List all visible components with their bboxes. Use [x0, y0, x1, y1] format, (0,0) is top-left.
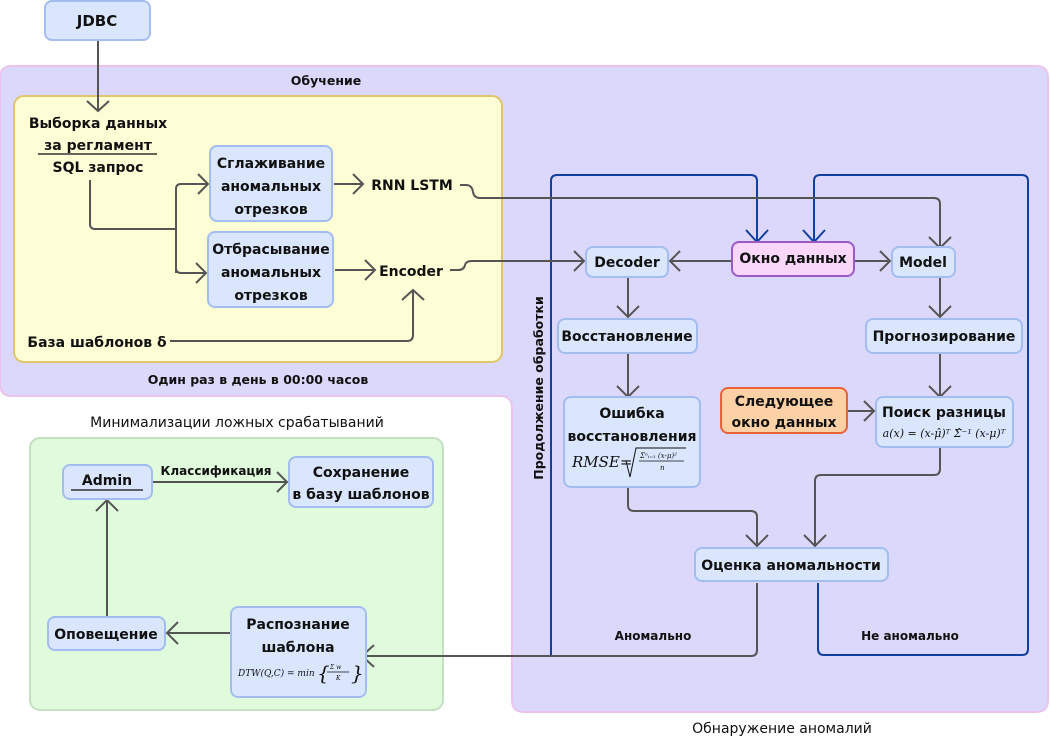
smoothing-line2: аномальных [221, 179, 321, 195]
edge-encoder-decoder [450, 260, 584, 271]
arrowhead-jdbc-fetch [86, 100, 110, 113]
node-template-recognition[interactable]: Распознание шаблона DTW(Q,C) = min { Σ w… [230, 606, 367, 698]
node-data-window[interactable]: Окно данных [731, 241, 855, 277]
region-label-false-positive: Минимализации ложных срабатываний [90, 415, 384, 431]
save-line1: Сохранение [313, 465, 410, 481]
node-save-templates[interactable]: Сохранение в базу шаблонов [288, 456, 434, 508]
region-label-continue-processing: Продолжение обработки [531, 296, 546, 479]
data-fetch-line3: SQL запрос [53, 160, 144, 176]
node-jdbc[interactable]: JDBC [44, 0, 151, 41]
node-diff-search[interactable]: Поиск разницы a(x) = (x-μ̂)ᵀ Σ̂⁻¹ (x-μ)ᵀ [875, 396, 1014, 448]
recognition-line2: шаблона [261, 640, 334, 656]
model-label: Model [899, 255, 947, 271]
edge-label-classification: Классификация [161, 464, 272, 478]
next-window-line1: Следующее [735, 394, 834, 410]
notification-label: Оповещение [54, 627, 158, 643]
diff-search-label: Поиск разницы [882, 405, 1006, 421]
data-window-label: Окно данных [739, 251, 846, 267]
dtw-formula: DTW(Q,C) = min { Σ w K } [237, 661, 364, 685]
svg-text:Σⁿᵢ₌₁ (x-μ)²: Σⁿᵢ₌₁ (x-μ)² [639, 452, 677, 460]
arrowhead-decoder-left [573, 250, 586, 272]
edge-branch-smoothing [175, 183, 208, 273]
data-fetch-line2: за регламент [44, 138, 153, 154]
node-template-base[interactable]: База шаблонов δ [27, 335, 167, 351]
node-smoothing[interactable]: Сглаживание аномальных отрезков [209, 145, 333, 222]
svg-text:}: } [351, 661, 364, 685]
node-jdbc-label: JDBC [76, 12, 117, 30]
arrowhead-discard [195, 262, 208, 284]
recognition-line1: Распознание [246, 617, 350, 633]
decoder-label: Decoder [594, 255, 660, 271]
node-restoration-error[interactable]: Ошибка восстановления RMSE= Σⁿᵢ₌₁ (x-μ)²… [563, 396, 701, 488]
svg-text:{: { [317, 661, 330, 685]
loop-anomalous-return [550, 174, 758, 656]
restoration-error-line1: Ошибка [599, 406, 664, 422]
arrowhead-decoder-right [668, 250, 681, 272]
admin-label: Admin [82, 473, 132, 489]
smoothing-line1: Сглаживание [217, 156, 325, 172]
node-forecasting[interactable]: Прогнозирование [865, 318, 1023, 354]
svg-text:n: n [660, 464, 665, 472]
arrowhead-encoder [364, 259, 377, 281]
discard-line3: отрезков [234, 288, 308, 304]
edge-label-not-anomalous: Не аномально [861, 629, 959, 643]
node-data-fetch[interactable]: Выборка данных за регламент SQL запрос [29, 116, 167, 176]
edge-diff-score [814, 447, 941, 546]
svg-text:K: K [335, 675, 341, 682]
encoder-label: Encoder [379, 264, 443, 280]
rmse-formula: RMSE= Σⁿᵢ₌₁ (x-μ)² n [571, 447, 686, 478]
rnn-lstm-label: RNN LSTM [371, 178, 453, 194]
arrowhead-model-left [879, 250, 892, 272]
loop-normal-return [813, 174, 1029, 656]
save-line2: в базу шаблонов [292, 487, 429, 503]
node-decoder[interactable]: Decoder [585, 246, 669, 278]
discard-line1: Отбрасывание [212, 242, 330, 258]
edge-label-anomalous: Аномально [615, 629, 692, 643]
svg-text:RMSE=: RMSE= [571, 453, 632, 471]
diff-search-formula: a(x) = (x-μ̂)ᵀ Σ̂⁻¹ (x-μ)ᵀ [883, 427, 1007, 440]
node-discard[interactable]: Отбрасывание аномальных отрезков [207, 231, 334, 308]
discard-line2: аномальных [221, 265, 321, 281]
edge-rnn-model [460, 184, 941, 248]
region-label-training: Обучение [291, 73, 361, 88]
svg-text:Σ w: Σ w [329, 664, 342, 671]
arrowhead-notification [165, 621, 179, 645]
edge-error-score [627, 487, 758, 546]
next-window-line2: окно данных [731, 415, 836, 431]
node-admin[interactable]: Admin [62, 464, 153, 500]
node-anomaly-score[interactable]: Оценка аномальности [694, 547, 889, 582]
arrowhead-forecasting [928, 305, 952, 319]
anomaly-score-label: Оценка аномальности [701, 558, 881, 574]
smoothing-line3: отрезков [234, 202, 308, 218]
arrowhead-template-encoder [401, 288, 425, 301]
arrowhead-smoothing [197, 173, 210, 195]
data-fetch-line1: Выборка данных [29, 116, 167, 132]
node-notification[interactable]: Оповещение [47, 616, 166, 651]
restoration-error-line2: восстановления [567, 429, 696, 445]
arrowhead-restoration [616, 305, 640, 319]
node-rnn-lstm[interactable]: RNN LSTM [371, 178, 453, 194]
arrowhead-score-left [745, 534, 769, 548]
node-next-window[interactable]: Следующее окно данных [720, 387, 848, 434]
edge-fetch-branch [89, 180, 176, 230]
template-base-label: База шаблонов δ [27, 335, 167, 351]
node-restoration[interactable]: Восстановление [557, 318, 698, 354]
region-label-anomaly-detection: Обнаружение аномалий [692, 721, 872, 737]
svg-text:DTW(Q,C) = min: DTW(Q,C) = min [237, 668, 315, 679]
edge-branch-discard [175, 229, 206, 274]
arrowhead-save [276, 471, 289, 493]
forecasting-label: Прогнозирование [873, 329, 1016, 345]
restoration-label: Восстановление [561, 329, 692, 345]
arrowhead-diff-left [863, 400, 876, 422]
node-encoder[interactable]: Encoder [379, 264, 443, 280]
arrowhead-score-right [803, 534, 827, 548]
region-training-inner [13, 95, 503, 363]
edge-score-recognition [362, 583, 758, 657]
arrowhead-rnn [352, 173, 365, 195]
node-model[interactable]: Model [891, 246, 956, 278]
region-label-schedule: Один раз в день в 00:00 часов [148, 372, 369, 387]
edge-template-encoder [170, 290, 414, 342]
